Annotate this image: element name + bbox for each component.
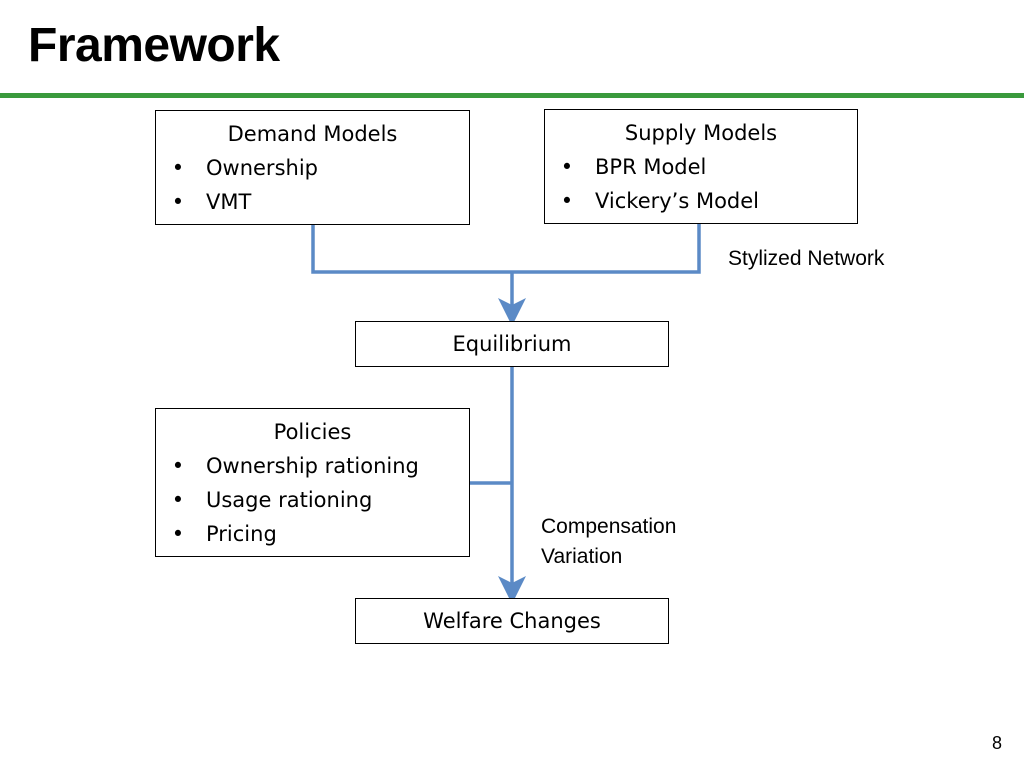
- list-item-label: Usage rationing: [206, 488, 373, 512]
- list-item: • Ownership rationing: [156, 449, 469, 483]
- bullet-icon: •: [171, 454, 185, 478]
- welfare-changes-box: Welfare Changes: [355, 598, 669, 644]
- policies-list: • Ownership rationing • Usage rationing • P…: [156, 449, 469, 551]
- list-item-label: Ownership rationing: [206, 454, 419, 478]
- list-item-label: Pricing: [206, 522, 277, 546]
- list-item-label: Vickery’s Model: [595, 189, 760, 213]
- policies-heading: Policies: [273, 420, 352, 444]
- list-item: • Usage rationing: [156, 483, 469, 517]
- list-item: • Ownership: [156, 151, 469, 185]
- list-item-label: Ownership: [206, 156, 318, 180]
- demand-models-list: • Ownership • VMT: [156, 151, 469, 219]
- list-item-label: BPR Model: [595, 155, 707, 179]
- welfare-changes-label: Welfare Changes: [423, 609, 601, 633]
- demand-models-box: Demand Models • Ownership • VMT: [155, 110, 470, 225]
- list-item: • BPR Model: [545, 150, 857, 184]
- demand-connector: [311, 224, 512, 274]
- bullet-icon: •: [171, 522, 185, 546]
- title-divider: [0, 93, 1024, 98]
- page-number: 8: [991, 733, 1002, 753]
- slide-title: Framework: [28, 19, 280, 72]
- equilibrium-box: Equilibrium: [355, 321, 669, 367]
- bullet-icon: •: [560, 155, 574, 179]
- bullet-icon: •: [171, 156, 185, 180]
- bullet-icon: •: [171, 488, 185, 512]
- equilibrium-label: Equilibrium: [452, 332, 572, 356]
- compensation-line-2: Variation: [541, 545, 623, 568]
- policies-box: Policies • Ownership rationing • Usage rat…: [155, 408, 470, 557]
- supply-models-box: Supply Models • BPR Model • Vickery’s Mode…: [544, 109, 858, 224]
- list-item: • Pricing: [156, 517, 469, 551]
- list-item: • Vickery’s Model: [545, 184, 857, 218]
- bullet-icon: •: [171, 190, 185, 214]
- bullet-icon: •: [560, 189, 574, 213]
- compensation-variation-label: Compensation Variation: [541, 512, 676, 572]
- list-item-label: VMT: [206, 190, 252, 214]
- supply-connector: [512, 224, 701, 274]
- demand-models-heading: Demand Models: [227, 122, 398, 146]
- supply-models-heading: Supply Models: [624, 121, 778, 145]
- compensation-line-1: Compensation: [541, 515, 677, 538]
- stylized-network-label: Stylized Network: [728, 247, 885, 270]
- list-item: • VMT: [156, 185, 469, 219]
- supply-models-list: • BPR Model • Vickery’s Model: [545, 150, 857, 218]
